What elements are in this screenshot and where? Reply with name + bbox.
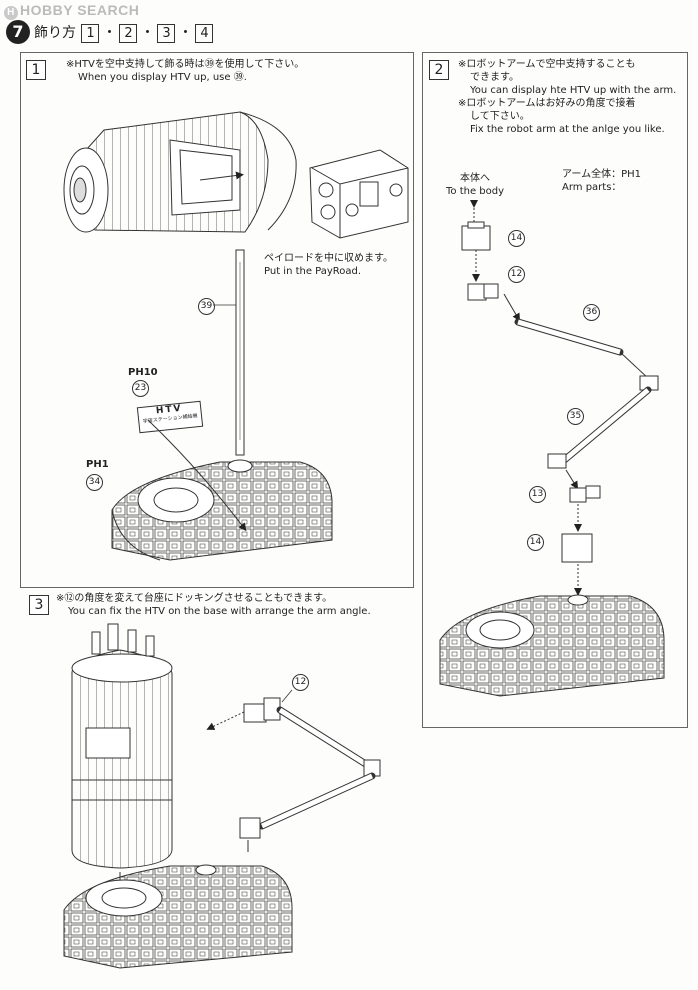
arm-parts-label: アーム全体：PH1 Arm parts： (562, 168, 641, 194)
panel-3-note: ※⑫の角度を変えて台座にドッキングさせることもできます。 You can fix… (56, 592, 371, 618)
callout-13: 13 (529, 486, 546, 503)
panel-2-note1-jp2: できます。 (470, 72, 519, 83)
part-box-3: 3 (157, 23, 176, 43)
panel-2-note1-jp: ※ロボットアームで空中支持することも (458, 59, 636, 70)
panel-1-note-en: When you display HTV up, use ㊴. (78, 72, 247, 83)
watermark-logo: H (4, 6, 18, 20)
callout-12: 12 (508, 266, 525, 283)
panel-3-number: 3 (29, 595, 49, 615)
panel-3-note-en: You can fix the HTV on the base with arr… (68, 606, 371, 617)
display-base-2 (439, 594, 665, 697)
callout-14-top: 14 (508, 230, 525, 247)
payload-note-en: Put in the PayRoad. (264, 266, 362, 277)
callout-36: 36 (583, 304, 600, 321)
panel-2-note2-jp: ※ロボットアームはお好みの角度で接着 (458, 98, 636, 109)
display-base-1 (111, 419, 333, 561)
callout-23: 23 (132, 380, 149, 397)
to-body-jp: 本体へ (460, 173, 491, 184)
arm-parts-en: Arm parts： (562, 182, 622, 193)
payload-note-jp: ペイロードを中に収めます。 (264, 253, 393, 264)
part-box-4: 4 (195, 23, 214, 43)
panel-1-number: 1 (26, 60, 46, 80)
callout-14-bottom: 14 (527, 534, 544, 551)
callout-39: 39 (198, 298, 215, 315)
payload-box (309, 149, 409, 239)
callout-34: 34 (86, 474, 103, 491)
payload-note: ペイロードを中に収めます。 Put in the PayRoad. (264, 252, 393, 278)
callout-12-panel3: 12 (292, 674, 309, 691)
panel-2-note1-en: You can display hte HTV up with the arm. (470, 85, 677, 96)
to-body-en: To the body (446, 186, 505, 197)
panel-2-note: ※ロボットアームで空中支持することも できます。 You can display… (458, 58, 676, 136)
panel-1-note: ※HTVを空中支持して飾る時は㊴を使用して下さい。 When you displ… (66, 58, 304, 84)
panel-2-note2-jp2: して下さい。 (470, 111, 530, 122)
panel-2-number: 2 (429, 60, 449, 80)
part-box-2: 2 (119, 23, 138, 43)
arm-parts-jp: アーム全体：PH1 (562, 169, 642, 180)
sheet-label-ph1: PH1 (86, 459, 109, 470)
panel-1 (20, 52, 414, 588)
panel-2-note2-en: Fix the robot arm at the anlge you like. (470, 124, 665, 135)
htv-module-vertical (71, 623, 173, 904)
part-box-1: 1 (81, 23, 100, 43)
robot-arm-assembly (461, 200, 659, 596)
panel-1-note-jp: ※HTVを空中支持して飾る時は㊴を使用して下さい。 (66, 59, 305, 70)
title-text: 飾り方 (34, 25, 76, 41)
panel-2 (422, 52, 688, 728)
display-base-3 (63, 864, 293, 969)
to-body-label: 本体へ To the body (446, 172, 504, 198)
step-number: 7 (6, 20, 30, 44)
htv-module-horizontal (63, 111, 297, 233)
callout-35: 35 (567, 408, 584, 425)
page-title: 飾り方 1・2・3・4 (34, 22, 214, 43)
stand-rod (213, 249, 245, 456)
sheet-label-ph10: PH10 (128, 367, 158, 378)
robot-arm-panel3 (206, 689, 381, 852)
watermark-text: HOBBY SEARCH (20, 2, 140, 18)
panel-3-note-jp: ※⑫の角度を変えて台座にドッキングさせることもできます。 (56, 593, 333, 604)
